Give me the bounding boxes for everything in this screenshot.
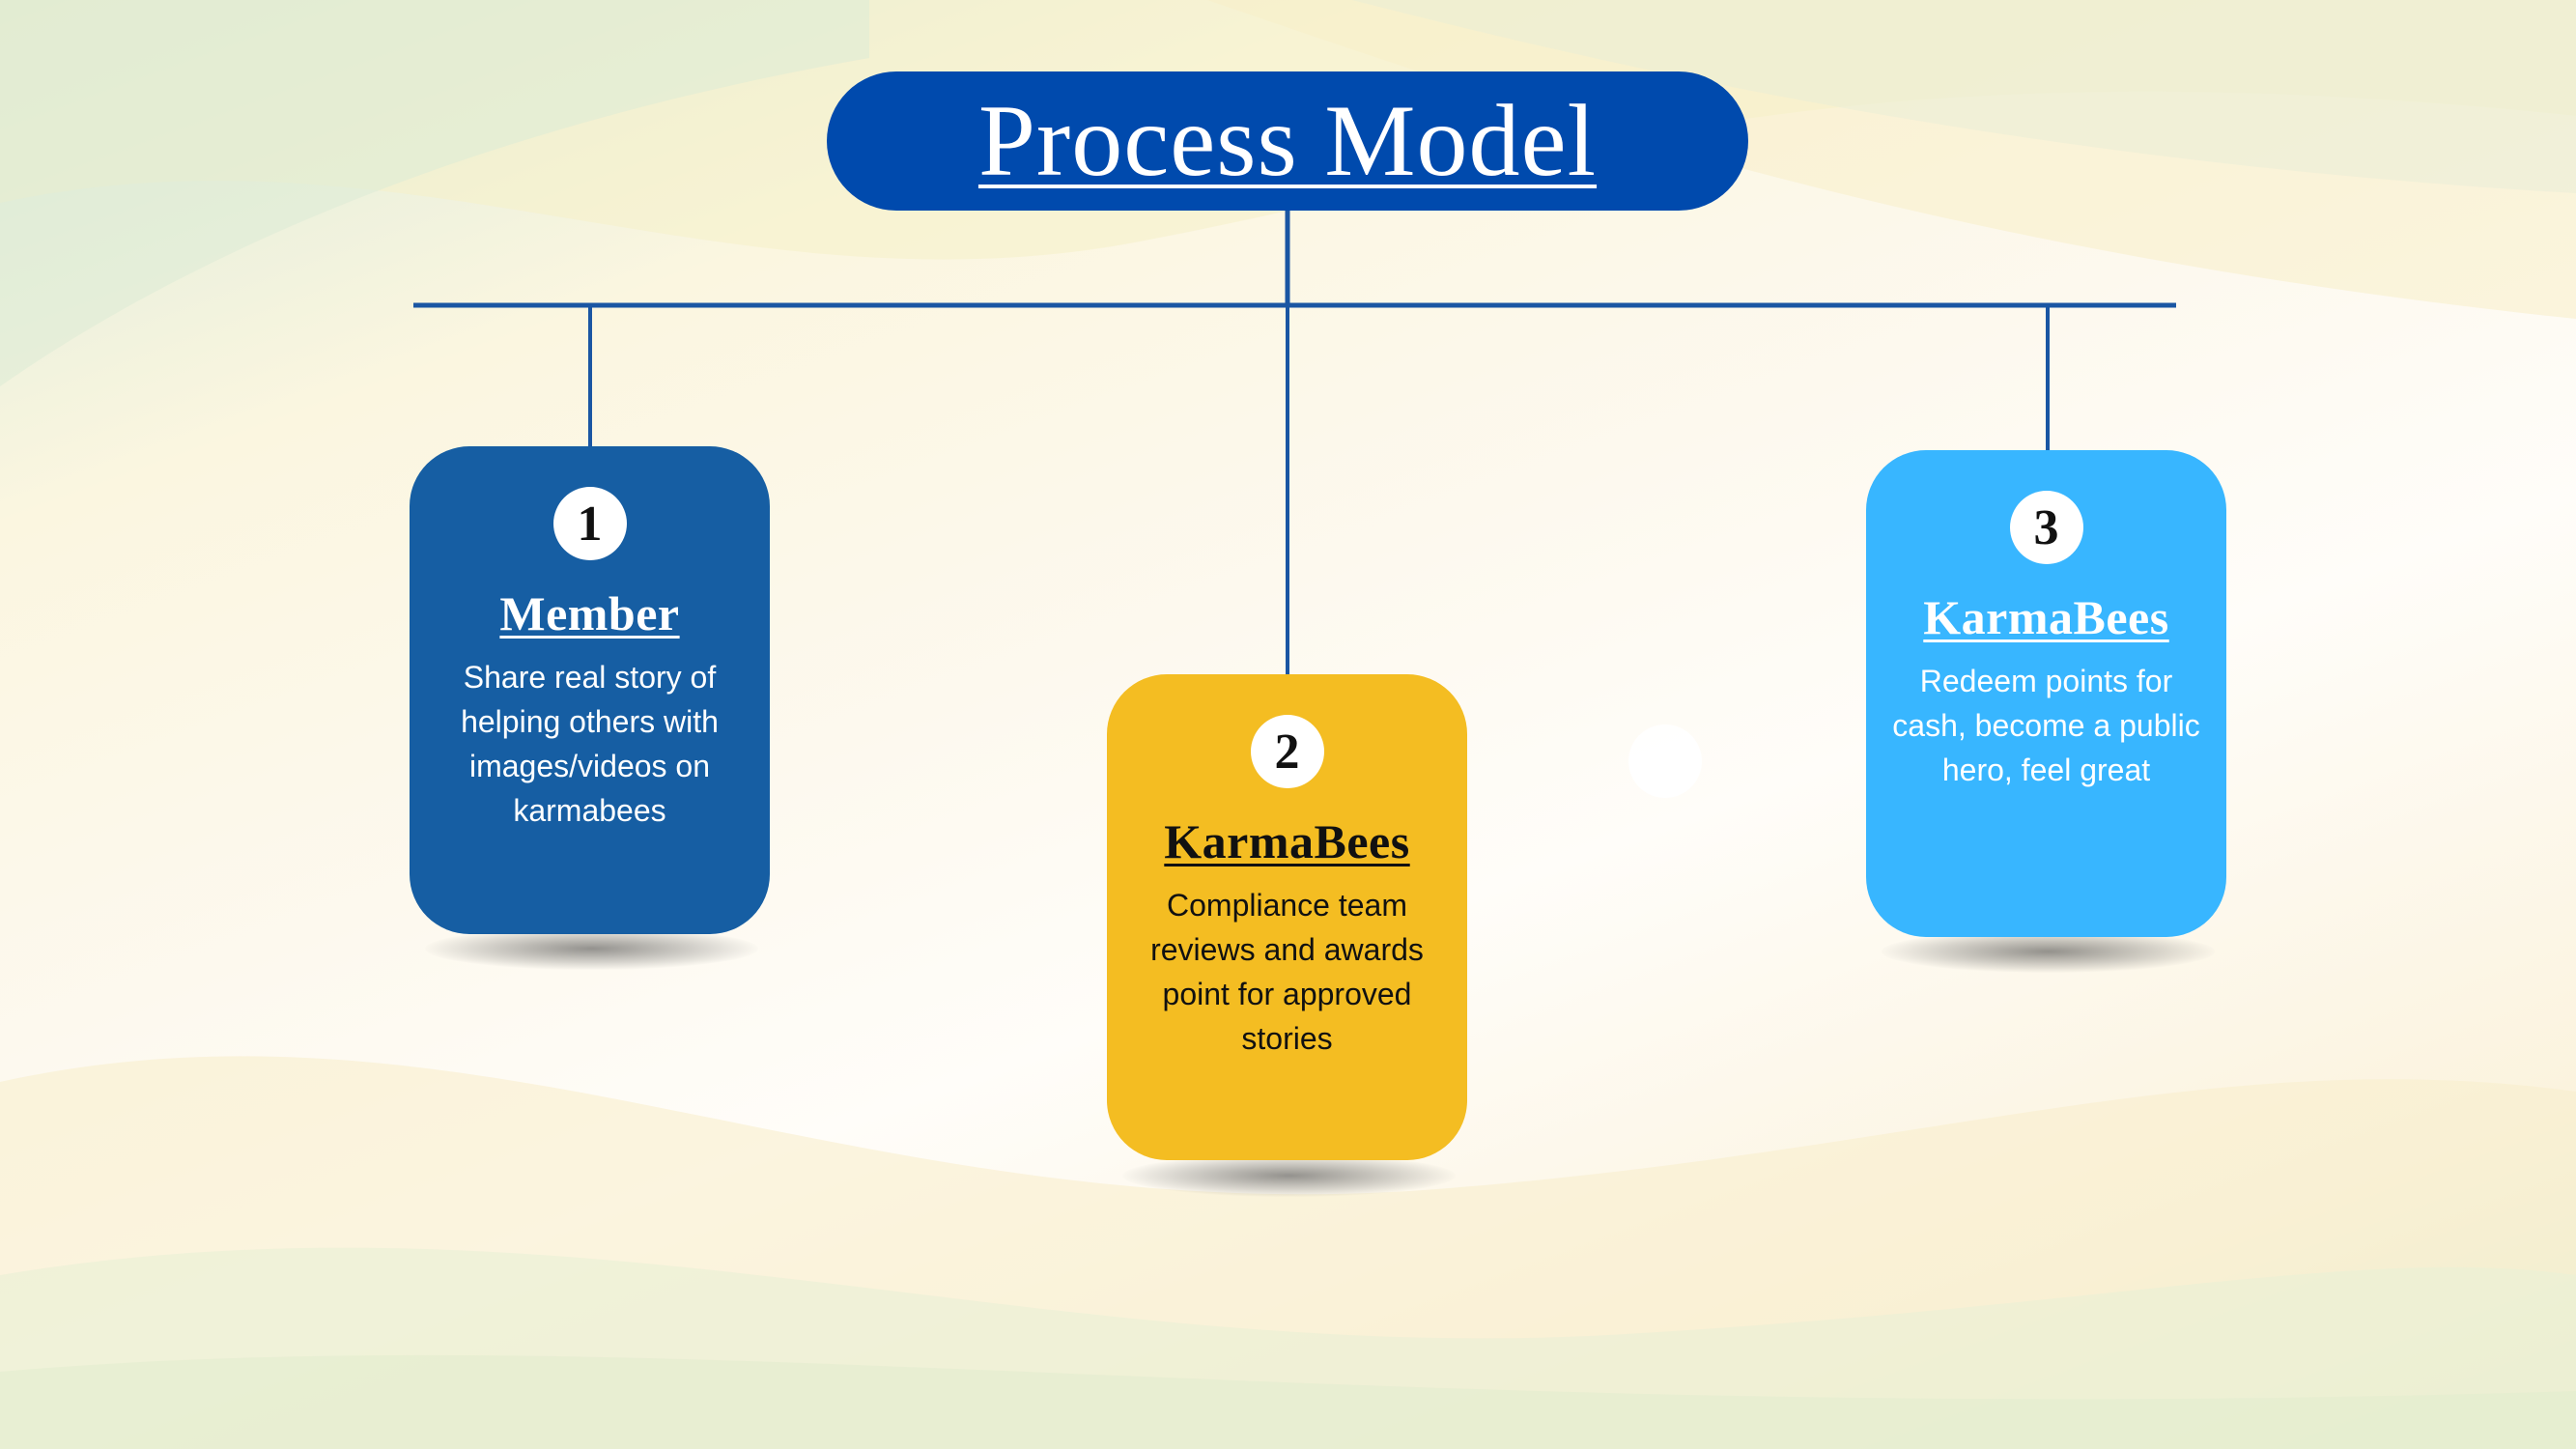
step-card-karmabees-review: 2 KarmaBees Compliance team reviews and … xyxy=(1107,674,1467,1160)
card-shadow-2 xyxy=(1122,1154,1456,1197)
step-title: KarmaBees xyxy=(1164,814,1410,868)
step-number-badge: 2 xyxy=(1250,715,1324,788)
step-number-badge: 1 xyxy=(552,487,627,560)
decorative-dot xyxy=(1628,724,1702,798)
step-number-badge: 3 xyxy=(2009,491,2083,564)
step-card-member: 1 Member Share real story of helping oth… xyxy=(410,446,770,934)
card-shadow-3 xyxy=(1882,930,2215,973)
step-card-karmabees-redeem: 3 KarmaBees Redeem points for cash, beco… xyxy=(1866,450,2226,937)
step-title: KarmaBees xyxy=(1923,590,2169,644)
step-description: Compliance team reviews and awards point… xyxy=(1150,888,1424,1056)
step-description: Redeem points for cash, become a public … xyxy=(1892,664,2200,787)
title-banner: Process Model xyxy=(827,71,1748,211)
diagram-title: Process Model xyxy=(977,84,1598,197)
card-shadow-1 xyxy=(425,927,758,970)
step-description: Share real story of helping others with … xyxy=(461,660,719,828)
step-title: Member xyxy=(499,586,680,640)
